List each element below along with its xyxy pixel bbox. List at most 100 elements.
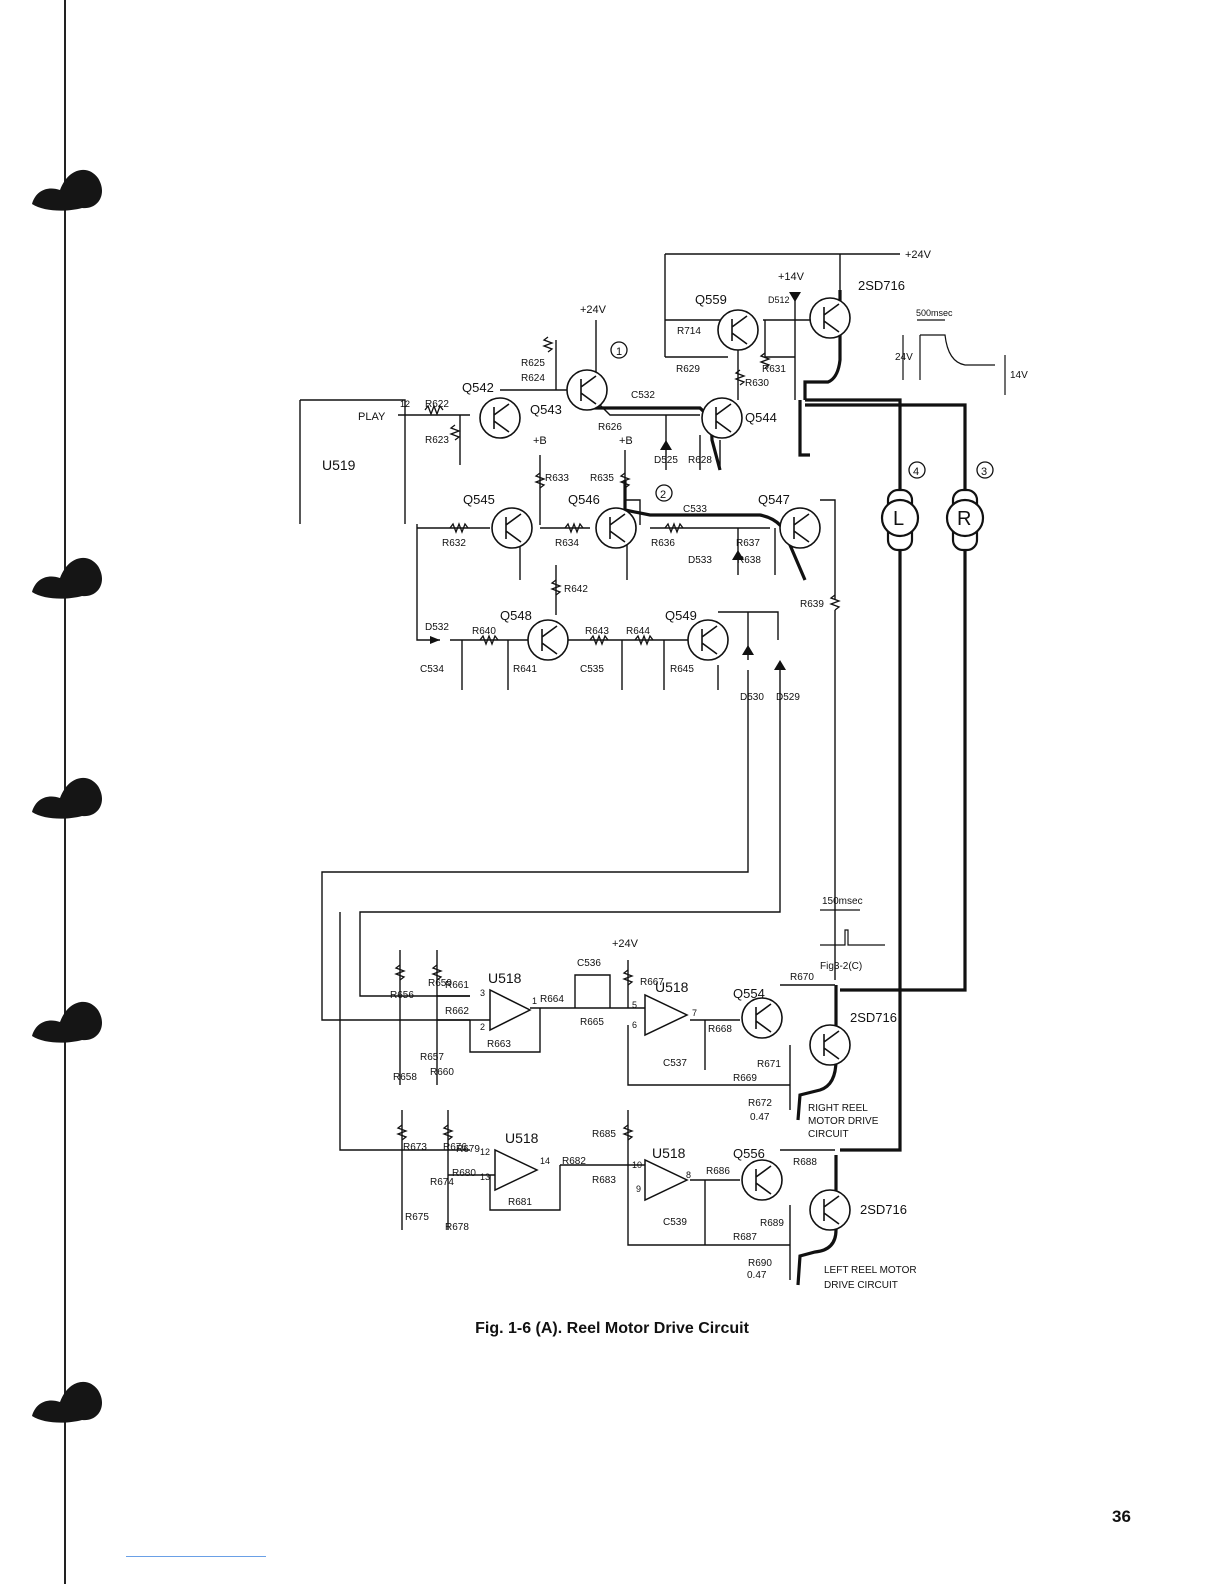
transistor-body: [609, 513, 626, 543]
part-label-r687: R687: [733, 1232, 757, 1243]
part-label-d532: D532: [425, 622, 449, 633]
part-label-d512: D512: [768, 295, 790, 305]
supply-24v-top: +24V: [905, 249, 932, 261]
part-label-r689: R689: [760, 1218, 784, 1229]
part-label-r634: R634: [555, 538, 579, 549]
transistor-label: Q549: [665, 608, 697, 623]
part-label-r623: R623: [425, 435, 449, 446]
pin-14: 14: [540, 1156, 550, 1166]
pin-10: 10: [632, 1160, 642, 1170]
pin-12: 12: [480, 1147, 490, 1157]
supply-b1: +B: [533, 435, 547, 447]
binder-hole-3: [32, 777, 103, 819]
transistor-symbol: [809, 1189, 851, 1231]
transistor-symbol: [595, 507, 637, 549]
transistor-label: Q547: [758, 492, 790, 507]
transistor-label: 2SD716: [860, 1202, 907, 1217]
transistor-label: Q554: [733, 986, 765, 1001]
part-label-r676: R676: [443, 1142, 467, 1153]
page-number: 36: [1112, 1507, 1131, 1526]
part-label-r667: R667: [640, 977, 664, 988]
part-label-r638: R638: [737, 555, 761, 566]
part-label-c539: C539: [663, 1217, 687, 1228]
transistor-label: Q548: [500, 608, 532, 623]
transistor-label: Q545: [463, 492, 495, 507]
transistor-symbol: [779, 507, 821, 549]
node-3-label: 3: [981, 466, 987, 478]
transistor-symbol: [701, 397, 743, 439]
part-label-r683: R683: [592, 1175, 616, 1186]
transistor-body: [701, 625, 718, 655]
transistor-symbol: [717, 309, 759, 351]
transistor-body: [823, 1195, 840, 1225]
node-1-label: 1: [616, 346, 622, 358]
part-label-r626: R626: [598, 422, 622, 433]
part-label-c533: C533: [683, 504, 707, 515]
part-label-r641: R641: [513, 664, 537, 675]
right-reel-line-3: CIRCUIT: [808, 1129, 849, 1140]
part-label-r661: R661: [445, 980, 469, 991]
motor-l-label: L: [893, 508, 904, 530]
pin-6: 6: [632, 1020, 637, 1030]
part-label-r657: R657: [420, 1052, 444, 1063]
part-label-r714: R714: [677, 326, 701, 337]
transistor-symbol: [687, 619, 729, 661]
part-label-r644: R644: [626, 626, 650, 637]
part-label-r680: R680: [452, 1168, 476, 1179]
play-pin-number: 12: [400, 399, 410, 409]
part-label-r678: R678: [445, 1222, 469, 1233]
transistor-body: [823, 303, 840, 333]
ic-u519-label: U519: [322, 457, 356, 473]
figure-caption: Fig. 1-6 (A). Reel Motor Drive Circuit: [475, 1320, 749, 1337]
pin-8: 8: [686, 1170, 691, 1180]
part-label-r675: R675: [405, 1212, 429, 1223]
transistor-body: [731, 315, 748, 345]
u518-label-a: U518: [488, 970, 522, 986]
transistor-symbol: [809, 297, 851, 339]
transistor-symbol: [566, 369, 608, 411]
part-label-r663: R663: [487, 1039, 511, 1050]
part-label-r681: R681: [508, 1197, 532, 1208]
part-label-r664: R664: [540, 994, 564, 1005]
binder-hole-1: [32, 169, 103, 211]
transistor-label: Q546: [568, 492, 600, 507]
timing-14v: 14V: [1010, 370, 1028, 381]
part-label-r665: R665: [580, 1017, 604, 1028]
transistor-label: Q559: [695, 292, 727, 307]
part-label-r673: R673: [403, 1142, 427, 1153]
part-label-r659: R659: [428, 978, 452, 989]
part-label-r639: R639: [800, 599, 824, 610]
part-label-r685: R685: [592, 1129, 616, 1140]
part-label-c537: C537: [663, 1058, 687, 1069]
play-label: PLAY: [358, 411, 386, 423]
transistor-body: [541, 625, 558, 655]
part-label-r635: R635: [590, 473, 614, 484]
pin-7: 7: [692, 1008, 697, 1018]
transistor-symbol: [741, 1159, 783, 1201]
transistor-symbol: [741, 997, 783, 1039]
part-label-r668: R668: [708, 1024, 732, 1035]
part-label-r636: R636: [651, 538, 675, 549]
part-label-d529: D529: [776, 692, 800, 703]
left-reel-line-1: LEFT REEL MOTOR: [824, 1265, 917, 1276]
part-label-d533: D533: [688, 555, 712, 566]
pin-1: 1: [532, 996, 537, 1006]
part-label-r672-val: 0.47: [750, 1112, 770, 1123]
pin-9: 9: [636, 1184, 641, 1194]
part-label-r658: R658: [393, 1072, 417, 1083]
part-label-r631: R631: [762, 364, 786, 375]
part-label-r674: R674: [430, 1177, 454, 1188]
u518-label-b: U518: [655, 979, 689, 995]
part-label-d530: D530: [740, 692, 764, 703]
part-label-r624: R624: [521, 373, 545, 384]
transistor-body: [823, 1030, 840, 1060]
transistor-body: [715, 403, 732, 433]
part-label-d525: D525: [654, 455, 678, 466]
part-label-r628: R628: [688, 455, 712, 466]
transistor-body: [493, 403, 510, 433]
part-label-r688: R688: [793, 1157, 817, 1168]
supply-14v: +14V: [778, 271, 805, 283]
node-2-label: 2: [660, 489, 666, 501]
part-label-c535: C535: [580, 664, 604, 675]
